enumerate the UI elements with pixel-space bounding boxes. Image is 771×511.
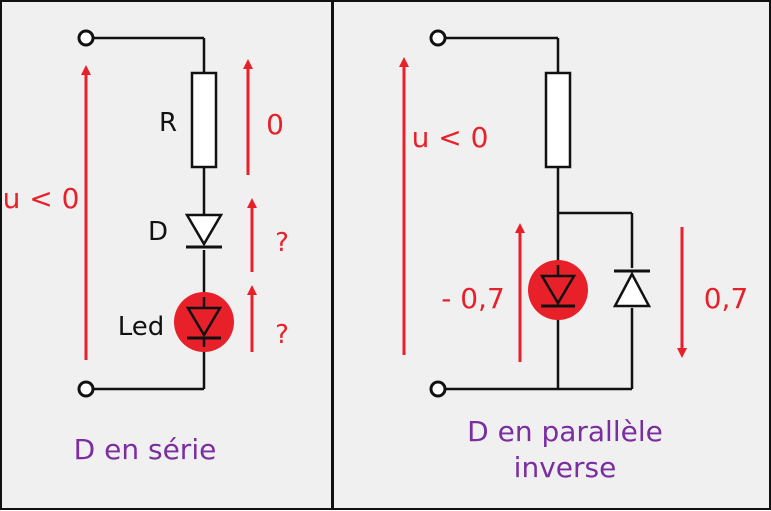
left-led: [174, 292, 234, 352]
left-led-label: Led: [118, 312, 165, 342]
left-diode: [184, 207, 224, 249]
left-resistor: [190, 71, 218, 169]
right-reverse-diode: [612, 269, 652, 308]
right-led: [528, 260, 588, 320]
left-resistor-voltage: 0: [266, 108, 284, 141]
left-led-voltage: ?: [275, 320, 289, 350]
left-panel: R D Led u < 0 0 ? ? D en série: [0, 0, 333, 510]
right-diode-voltage: 0,7: [704, 282, 749, 315]
right-supply-label: u < 0: [412, 121, 489, 154]
right-bottom-terminal: [429, 380, 447, 398]
left-resistor-label: R: [159, 108, 177, 138]
left-panel-frame: [0, 0, 333, 510]
right-caption-line1: D en parallèle: [467, 415, 663, 448]
right-led-voltage: - 0,7: [441, 282, 505, 315]
left-supply-label: u < 0: [3, 182, 80, 215]
left-top-terminal: [77, 29, 95, 47]
right-caption-line2: inverse: [514, 451, 617, 484]
right-panel: u < 0 - 0,7 0,7 D en parallèle inverse: [332, 0, 771, 510]
left-diode-voltage: ?: [275, 228, 289, 258]
left-diode-label: D: [148, 217, 168, 247]
left-caption: D en série: [74, 433, 217, 466]
left-bottom-terminal: [77, 380, 95, 398]
right-wiring: [444, 36, 634, 391]
left-wiring: [92, 36, 206, 391]
right-top-terminal: [429, 29, 447, 47]
right-resistor: [544, 71, 572, 169]
